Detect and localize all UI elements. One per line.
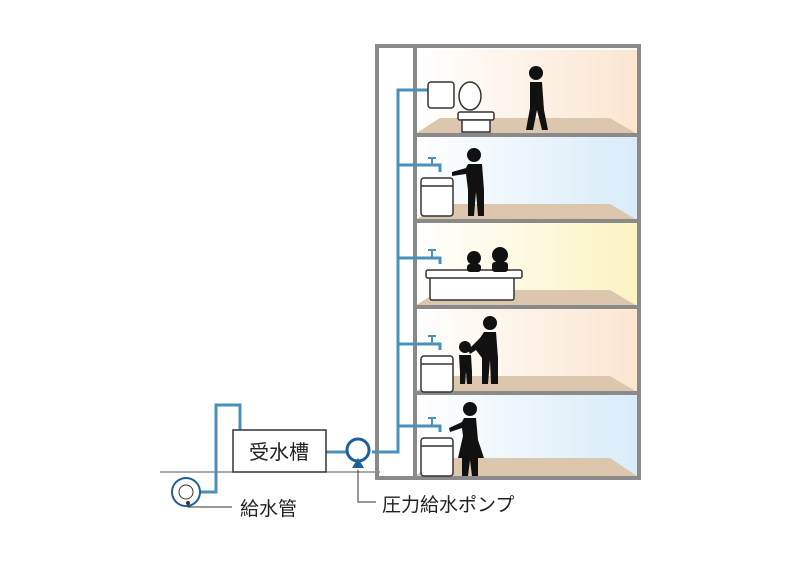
people-in-bath: [467, 247, 508, 272]
water-pipes: [186, 88, 442, 494]
building: [375, 44, 641, 480]
person-at-sink-upper: [452, 148, 484, 216]
people: [449, 66, 548, 476]
floor-dividers: [415, 133, 639, 395]
receiving-tank: [232, 429, 327, 473]
tank-label: 受水槽: [249, 440, 309, 464]
building-outline: [375, 44, 641, 480]
toilet-base: [457, 111, 495, 121]
sink-middle: [420, 355, 454, 393]
supply-leader-line: [187, 503, 232, 508]
sink-lower: [420, 437, 454, 477]
adult-and-child: [459, 316, 498, 384]
pump-label: 圧力給水ポンプ: [382, 494, 514, 516]
supply-pipe-label: 給水管: [240, 498, 297, 520]
water-meter: [171, 477, 201, 507]
pump-leader-line: [357, 470, 376, 503]
sink-upper: [420, 177, 454, 217]
person-walking: [526, 66, 548, 130]
fixtures: [420, 81, 523, 477]
toilet-tank: [427, 81, 455, 109]
toilet-bowl: [458, 81, 482, 111]
person-at-sink-lower: [449, 402, 484, 476]
faucets: [428, 157, 436, 426]
pressure-pump: [345, 437, 371, 468]
